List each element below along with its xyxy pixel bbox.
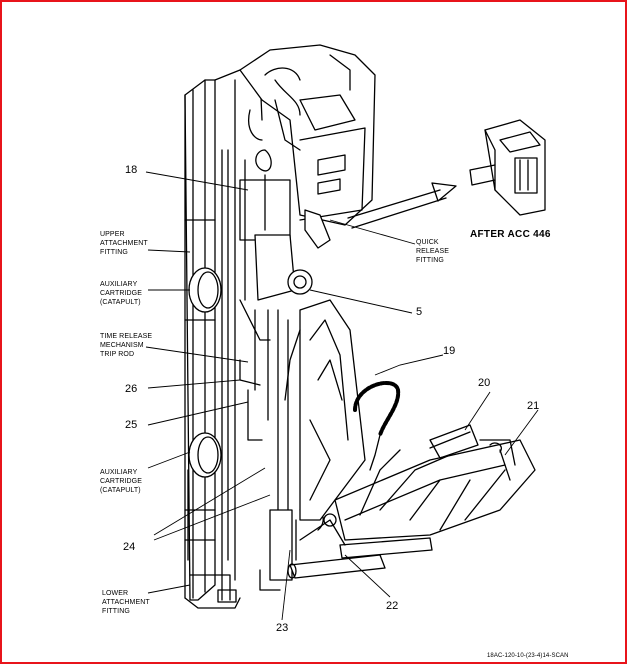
callout-20: 20 [478,377,491,389]
label-auxiliary-cartridge-bottom: AUXILIARY CARTRIDGE (CATAPULT) [100,469,142,494]
callout-23: 23 [276,622,289,634]
callout-5: 5 [416,306,423,318]
inset-arrow [347,182,457,229]
callout-25: 25 [125,419,138,431]
quick-release-part [304,209,331,249]
after-acc-inset [469,119,546,216]
callout-22: 22 [386,600,399,612]
callout-18: 18 [125,164,138,176]
loop-handle [353,380,401,471]
callout-19: 19 [443,345,456,357]
label-time-release-mechanism: TIME RELEASE MECHANISM TRIP ROD [100,333,153,358]
seat-pan-structure [334,424,536,541]
after-acc-caption: AFTER ACC 446 [470,229,551,240]
leader-lines [145,171,539,621]
callout-26: 26 [125,383,138,395]
label-upper-attachment-fitting: UPPER ATTACHMENT FITTING [100,231,148,256]
callout-21: 21 [527,400,540,412]
headbox [239,44,376,226]
cartridge-lower [188,432,222,478]
label-auxiliary-cartridge-top: AUXILIARY CARTRIDGE (CATAPULT) [100,281,142,306]
callout-24: 24 [123,541,136,553]
seat-bucket-frame [284,299,366,521]
label-quick-release-fitting: QUICK RELEASE FITTING [416,239,449,264]
scan-id: 18AC-120-10-(23-4)14-SCAN [487,653,569,659]
cartridge-upper [188,267,222,313]
bottom-cylinder [287,513,433,579]
seat-rail [184,69,263,609]
label-lower-attachment-fitting: LOWER ATTACHMENT FITTING [102,590,150,615]
central-mechanism [239,149,324,591]
